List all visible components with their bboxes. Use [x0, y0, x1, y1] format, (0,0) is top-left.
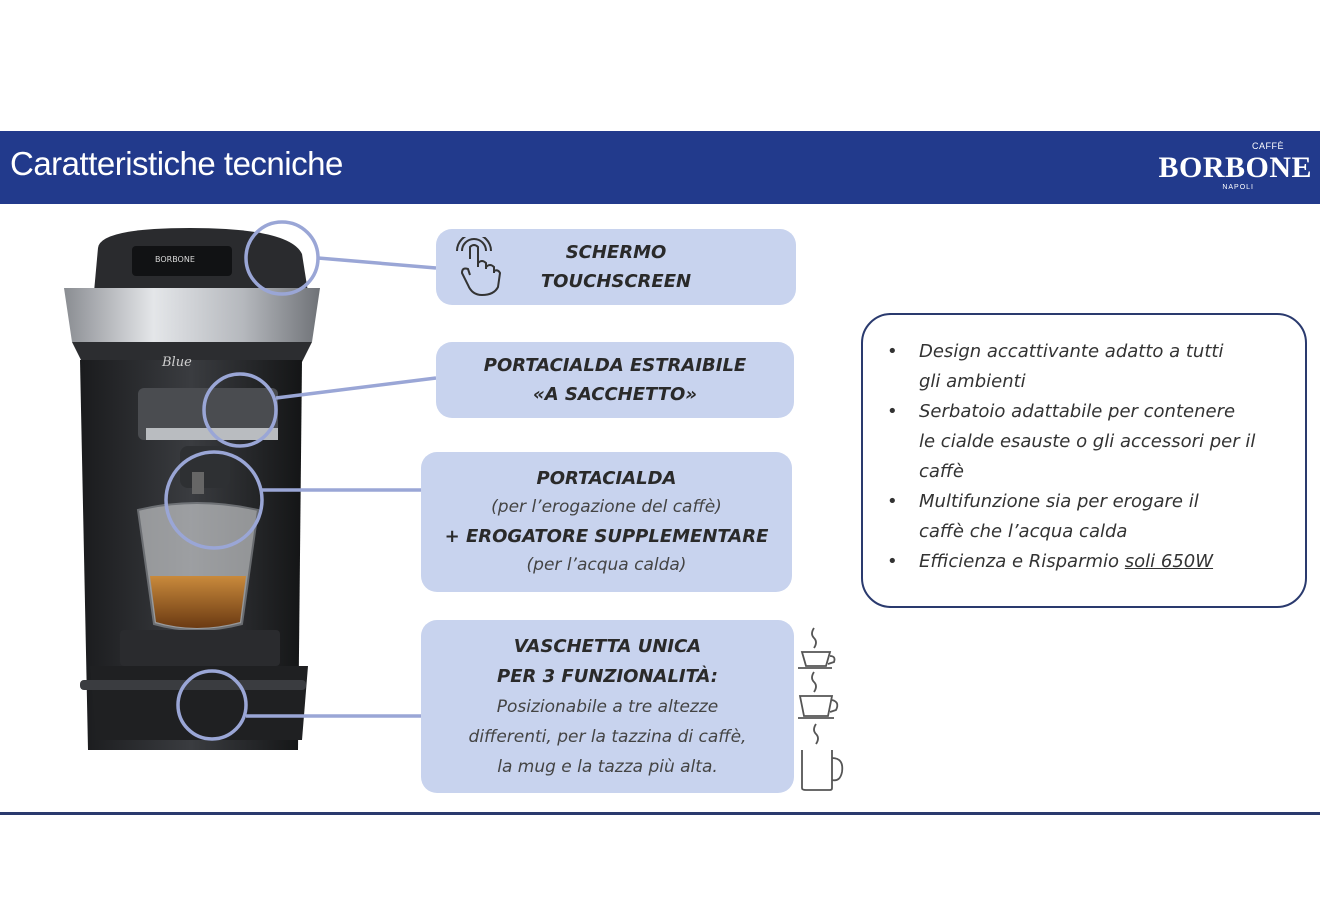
label-removable-line2: «A SACCHETTO»	[533, 384, 697, 405]
logo-city-text: NAPOLI	[1222, 184, 1254, 191]
cup-icon	[798, 671, 839, 719]
borbone-logo: CAFFÈ BORBONE NAPOLI	[1158, 139, 1312, 197]
bottom-rule	[0, 812, 1320, 815]
label-box-tray: VASCHETTA UNICA PER 3 FUNZIONALITÀ: Posi…	[421, 620, 794, 793]
label-screen-line1: SCHERMO	[565, 242, 667, 263]
feature-item-multifunction: Multifunzione sia per erogare il caffè c…	[887, 487, 1285, 547]
logo-brand-text: BORBONE	[1158, 151, 1312, 184]
label-tray-line3: Posizionabile a tre altezze	[496, 696, 719, 717]
touch-hand-icon	[456, 237, 502, 297]
machine-model-script: Blue	[161, 355, 192, 370]
label-tray-line2: PER 3 FUNZIONALITÀ:	[497, 665, 718, 687]
label-tray-line4: differenti, per la tazzina di caffè,	[468, 726, 747, 747]
feature-design-line2: gli ambienti	[919, 371, 1026, 392]
label-screen-line2: TOUCHSCREEN	[540, 271, 692, 292]
feature-tank-line3: caffè	[919, 461, 964, 482]
feature-power-value: soli 650W	[1124, 551, 1214, 572]
label-holder-line3: + EROGATORE SUPPLEMENTARE	[444, 526, 769, 547]
label-holder-line2: (per l’erogazione del caffè)	[491, 497, 722, 517]
coffee-machine-illustration: BORBONE Blue	[64, 228, 320, 750]
label-holder-line4: (per l’acqua calda)	[526, 555, 687, 575]
label-removable-line1: PORTACIALDA ESTRAIBILE	[483, 355, 747, 376]
page-title: Caratteristiche tecniche	[10, 145, 343, 182]
feature-design-line1: Design accattivante adatto a tutti	[919, 341, 1224, 362]
feature-efficiency-text: Efficienza e Risparmio	[919, 551, 1125, 572]
features-panel: Design accattivante adatto a tutti gli a…	[861, 313, 1307, 608]
label-box-removable: PORTACIALDA ESTRAIBILE «A SACCHETTO»	[436, 342, 794, 418]
feature-multi-line2: caffè che l’acqua calda	[919, 521, 1128, 542]
header-bar: Caratteristiche tecniche CAFFÈ BORBONE N…	[0, 131, 1320, 204]
feature-tank-line1: Serbatoio adattabile per contenere	[919, 401, 1236, 422]
cup-height-icons	[798, 627, 844, 791]
features-list: Design accattivante adatto a tutti gli a…	[863, 315, 1305, 577]
label-tray-line1: VASCHETTA UNICA	[513, 635, 702, 657]
mug-icon	[801, 723, 844, 791]
label-box-holder: PORTACIALDA (per l’erogazione del caffè)…	[421, 452, 792, 592]
feature-multi-line1: Multifunzione sia per erogare il	[919, 491, 1199, 512]
label-tray-line5: la mug e la tazza più alta.	[497, 756, 718, 777]
label-holder-line1: PORTACIALDA	[536, 468, 677, 489]
feature-tank-line2: le cialde esauste o gli accessori per il	[919, 431, 1256, 452]
machine-brand-label: BORBONE	[155, 255, 195, 264]
label-box-touchscreen: SCHERMO TOUCHSCREEN	[436, 229, 796, 305]
feature-item-efficiency: Efficienza e Risparmio soli 650W	[887, 547, 1285, 577]
feature-item-design: Design accattivante adatto a tutti gli a…	[887, 337, 1285, 397]
feature-item-tank: Serbatoio adattabile per contenere le ci…	[887, 397, 1285, 487]
logo-caffe-text: CAFFÈ	[1251, 141, 1284, 151]
espresso-cup-icon	[798, 627, 836, 669]
